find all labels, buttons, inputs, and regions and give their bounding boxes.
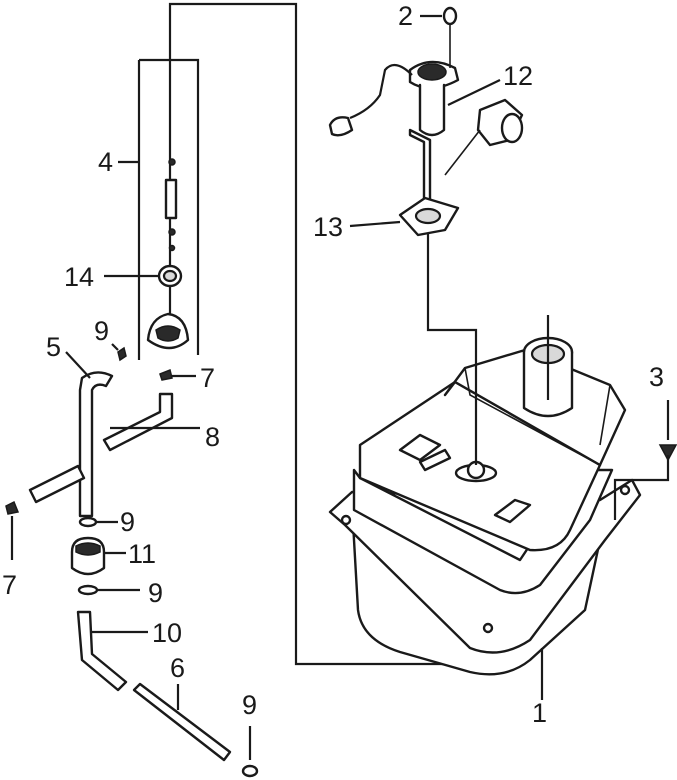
filler-assembly-bracket (137, 58, 200, 360)
pump-gasket (398, 196, 460, 237)
leader-13 (349, 220, 401, 228)
leader-5 (65, 351, 91, 379)
leader-12 (447, 79, 501, 106)
callout-9d: 9 (242, 690, 257, 720)
callout-9b: 9 (120, 507, 135, 537)
plug-lower (5, 500, 20, 515)
callout-7b: 7 (2, 570, 17, 600)
clamp-lower (77, 584, 99, 596)
screw (658, 444, 677, 470)
callout-9a: 9 (94, 316, 109, 346)
tank-group-bracket (168, 2, 462, 666)
hose-8-lower (28, 464, 86, 504)
callout-3: 3 (649, 362, 664, 392)
callout-2: 2 (398, 1, 413, 31)
callout-8: 8 (205, 422, 220, 452)
callout-12: 12 (503, 61, 533, 91)
callout-5: 5 (46, 332, 61, 362)
hose-8 (102, 392, 174, 452)
filler-cap-assembly (146, 158, 190, 350)
callout-10: 10 (152, 618, 182, 648)
callout-1: 1 (532, 698, 547, 728)
callout-7a: 7 (200, 363, 215, 393)
callout-4: 4 (98, 147, 113, 177)
callout-14: 14 (64, 262, 94, 292)
inline-fuel-filter (70, 536, 106, 576)
hose-5 (78, 371, 114, 518)
plug-upper (159, 368, 173, 381)
callout-13: 13 (313, 212, 343, 242)
clamp-upper (117, 346, 127, 362)
callout-9c: 9 (148, 578, 163, 608)
hose-6 (132, 682, 232, 762)
callout-11: 11 (128, 539, 156, 569)
fuel-tank (328, 336, 642, 676)
clamp-mid (78, 516, 98, 528)
pump-cap (442, 6, 458, 68)
leader-9a (111, 343, 119, 351)
callout-6: 6 (170, 653, 185, 683)
hose-10 (76, 610, 128, 692)
clamp-bottom (241, 764, 259, 778)
leader-pump-to-tank (426, 215, 478, 465)
